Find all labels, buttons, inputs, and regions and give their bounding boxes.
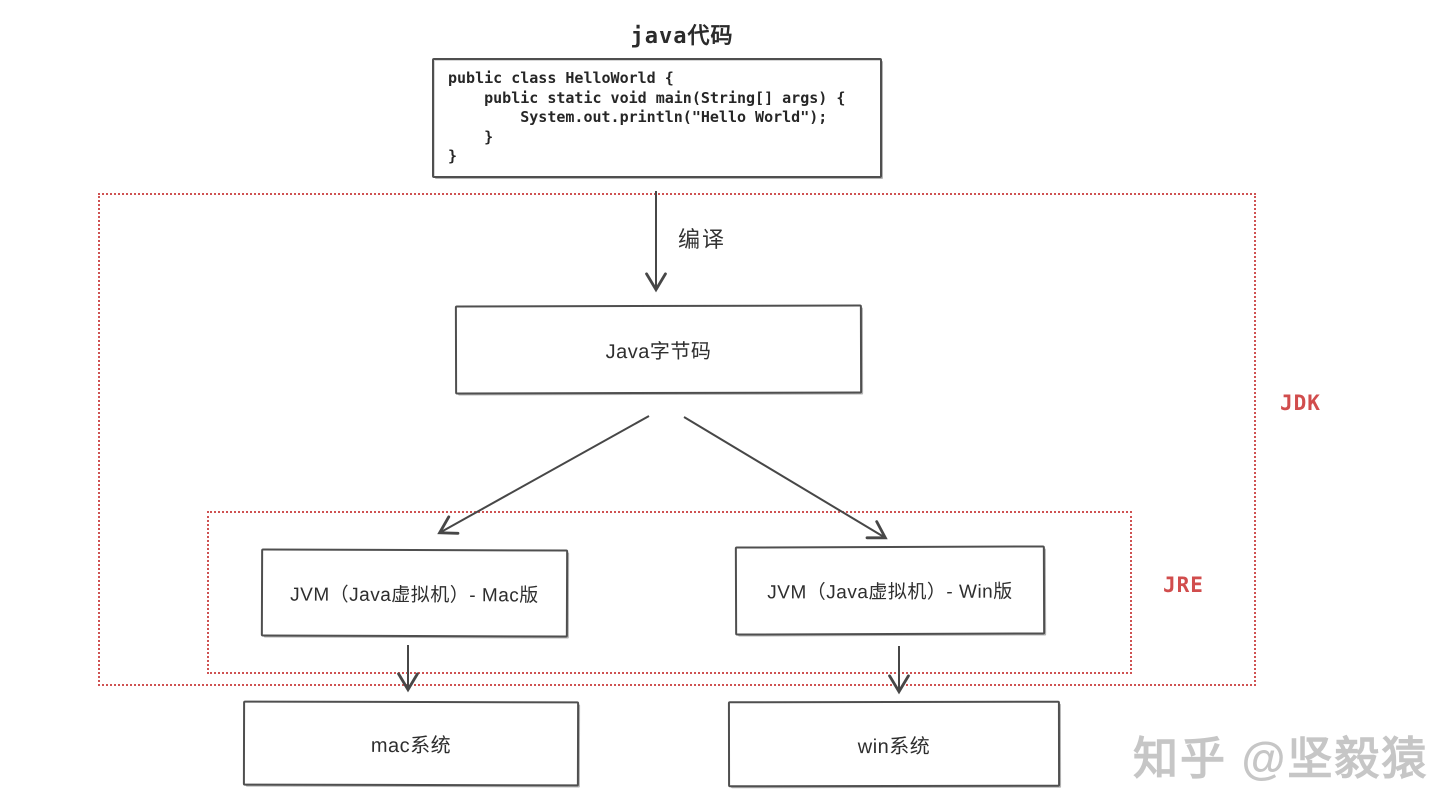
compile-arrow-label: 编译 (678, 227, 727, 252)
node-os-win: win系统 (727, 700, 1061, 788)
jdk-group-outline (98, 193, 1256, 686)
node-jvm-win: JVM（Java虚拟机）- Win版 (734, 545, 1046, 636)
zhihu-watermark: 知乎 @坚毅猿 (1133, 733, 1429, 784)
jre-label: JRE (1163, 573, 1204, 597)
code-line: } (448, 127, 494, 146)
jre-group-outline (207, 511, 1132, 674)
code-line: public static void main(String[] args) { (448, 88, 846, 107)
node-jvm-mac: JVM（Java虚拟机）- Mac版 (260, 548, 569, 638)
node-os-mac: mac系统 (242, 700, 580, 787)
node-java-bytecode: Java字节码 (454, 304, 863, 395)
jdk-label: JDK (1280, 391, 1321, 415)
code-line: System.out.println("Hello World"); (448, 108, 828, 126)
code-line: } (448, 147, 458, 165)
java-source-code-box: public class HelloWorld { public static … (432, 58, 882, 178)
diagram-title: java代码 (630, 24, 734, 49)
code-line: public class HelloWorld { (448, 69, 674, 87)
